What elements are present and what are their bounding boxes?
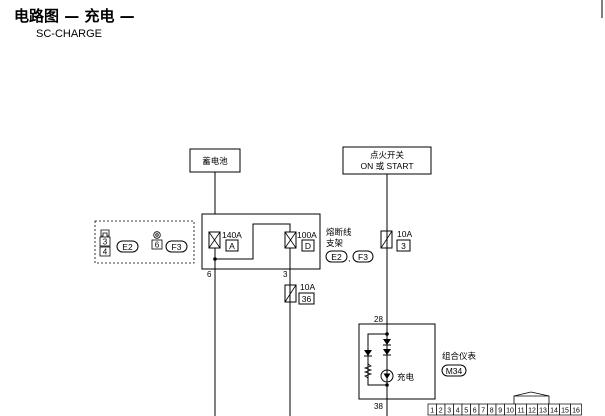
combination-meter-label: 组合仪表 bbox=[442, 351, 477, 362]
battery-box: 蓄电池 bbox=[189, 148, 241, 173]
terminal-6: 6 bbox=[207, 270, 212, 279]
connector-e2-label: E2 bbox=[331, 252, 342, 262]
terminal-38: 38 bbox=[374, 402, 383, 411]
connector-pin-number: 10 bbox=[506, 408, 514, 415]
fuse-ign-id: 3 bbox=[401, 241, 406, 251]
fusible-link-box bbox=[201, 213, 321, 270]
fusible-link-label-1: 熔断线 bbox=[326, 227, 352, 238]
fuse-10a-36: 10A 36 bbox=[284, 282, 315, 305]
connector-m34-tag: M34 bbox=[441, 364, 467, 377]
diode-icon bbox=[364, 350, 372, 356]
fuse-ign-rating: 10A bbox=[397, 229, 412, 239]
legend-f3-label: F3 bbox=[172, 242, 182, 252]
connector-pin-number: 7 bbox=[481, 408, 485, 415]
legend-e2-label: E2 bbox=[122, 242, 133, 252]
ring-terminal-icon bbox=[153, 231, 161, 239]
meter-branch-wire bbox=[367, 333, 387, 386]
connector-pin-number: 13 bbox=[539, 408, 547, 415]
connector-legend-box: 3 4 E2 6 F3 bbox=[94, 220, 195, 264]
fusible-link-140a: 140A A bbox=[208, 230, 242, 252]
terminal-28: 28 bbox=[374, 315, 383, 324]
charge-lamp-label: 充电 bbox=[397, 372, 415, 383]
fusible-link-140a-rating: 140A bbox=[222, 230, 242, 240]
fusible-link-140a-id: A bbox=[229, 241, 235, 251]
connector-pin-number: 8 bbox=[490, 408, 494, 415]
fuse-10a-ignition: 10A 3 bbox=[380, 229, 412, 252]
connector-m34-label: M34 bbox=[446, 366, 463, 376]
legend-pin-top: 3 bbox=[103, 238, 108, 247]
connector-pin-number: 3 bbox=[447, 408, 451, 415]
connector-latch bbox=[513, 395, 550, 404]
connector-e2-tag: E2 bbox=[325, 250, 348, 263]
meter-splice-bottom bbox=[385, 383, 389, 387]
battery-label: 蓄电池 bbox=[202, 156, 228, 167]
connector-pin-number: 12 bbox=[528, 408, 536, 415]
ignition-switch-label-1: 点火开关 bbox=[370, 150, 405, 161]
page-title: 电路图 — 充电 — bbox=[14, 7, 135, 25]
connector-pin-cell bbox=[570, 403, 582, 416]
connector-separator: , bbox=[348, 253, 350, 263]
connector-f3-label: F3 bbox=[358, 252, 368, 262]
diagram-code: SC-CHARGE bbox=[36, 28, 102, 40]
ignition-switch-label-2: ON 或 START bbox=[360, 161, 413, 171]
terminal-3: 3 bbox=[283, 270, 288, 279]
fuse-36-id: 36 bbox=[302, 294, 312, 304]
fusible-link-label-2: 支架 bbox=[326, 238, 344, 249]
connector-pin-number: 15 bbox=[561, 408, 569, 415]
connector-pin-number: 5 bbox=[464, 408, 468, 415]
connector-pin-number: 16 bbox=[572, 408, 580, 415]
diode-icon bbox=[383, 349, 391, 355]
connector-symbol-icon bbox=[100, 229, 110, 237]
charge-lamp-icon bbox=[380, 369, 394, 383]
diode-icon bbox=[383, 339, 391, 345]
fusible-link-100a-id: D bbox=[305, 241, 311, 251]
connector-pin-number: 11 bbox=[517, 408, 524, 415]
connector-pin-number: 2 bbox=[439, 408, 443, 415]
connector-f3-tag: F3 bbox=[352, 250, 374, 263]
connector-pin-number: 4 bbox=[456, 408, 460, 415]
ignition-switch-box: 点火开关 ON 或 START bbox=[342, 146, 432, 175]
fusible-link-100a-rating: 100A bbox=[297, 230, 317, 240]
legend-pin-round: 6 bbox=[155, 241, 160, 250]
fuse-36-rating: 10A bbox=[300, 282, 315, 292]
legend-e2-tag: E2 bbox=[116, 240, 139, 253]
legend-pin-bottom: 4 bbox=[103, 248, 108, 257]
legend-f3-tag: F3 bbox=[165, 240, 188, 253]
connector-pin-number: 1 bbox=[430, 408, 434, 415]
resistor-icon bbox=[363, 363, 373, 379]
connector-pin-number: 6 bbox=[473, 408, 477, 415]
connector-pin-number: 9 bbox=[498, 408, 502, 415]
fusible-link-100a: 100A D bbox=[284, 230, 317, 252]
combination-meter-box bbox=[358, 323, 436, 400]
connector-pin-number: 14 bbox=[550, 408, 558, 415]
